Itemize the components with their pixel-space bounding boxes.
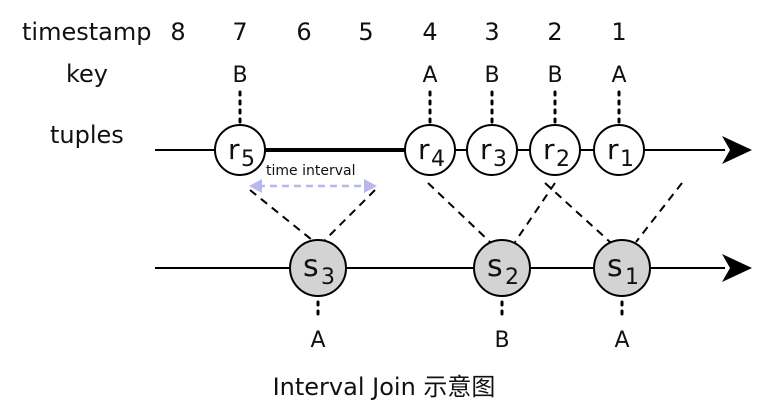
s-tuple-label-1: s (607, 249, 623, 284)
window-s3-left (249, 189, 313, 241)
r-tuple-label-2: r (543, 133, 555, 166)
time-interval-label: time interval (266, 163, 355, 179)
r-tuple-node-5 (214, 124, 266, 176)
timestamp-labels: 8 7 6 5 4 3 2 1 (170, 18, 626, 46)
r-tuple-subscript-5: 5 (241, 147, 255, 172)
s-tuple-subscript-1: 1 (625, 265, 639, 290)
s-tuple-label-3: s (303, 249, 319, 284)
timestamp-label-7: 7 (232, 18, 247, 46)
window-s1-left (544, 182, 611, 243)
s-tuple-key-1: A (614, 328, 629, 353)
r-tuple-key-2: B (547, 63, 562, 88)
time-interval-indicator: time interval (249, 163, 377, 193)
timestamp-row-label: timestamp (22, 18, 151, 46)
time-interval-left-head-icon (249, 179, 262, 193)
timestamp-label-2: 2 (547, 18, 562, 46)
r-tuple-node-4 (404, 124, 456, 176)
r-tuple-label-4: r (418, 133, 430, 166)
timestamp-label-1: 1 (611, 18, 626, 46)
r-tuple-subscript-3: 3 (493, 147, 507, 172)
timestamp-label-4: 4 (422, 18, 437, 46)
s-stream-arrow-icon (722, 254, 752, 282)
s-tuple-node-2 (473, 239, 531, 297)
join-windows (249, 182, 683, 243)
key-row-label: key (66, 60, 108, 88)
tuples-row-label: tuples (50, 121, 124, 149)
r-tuple-key-3: B (484, 63, 499, 88)
s-tuple-key-2: B (494, 328, 509, 353)
r-tuple-key-1: A (611, 63, 626, 88)
r-tuple-subscript-1: 1 (620, 147, 634, 172)
s-tuple-subscript-3: 3 (321, 265, 335, 290)
r-tuple-subscript-2: 2 (556, 147, 570, 172)
r-tuple-label-1: r (607, 133, 619, 166)
timestamp-label-3: 3 (484, 18, 499, 46)
window-s2-right (514, 182, 556, 243)
r-tuple-node-3 (466, 124, 518, 176)
r-tuple-label-3: r (480, 133, 492, 166)
window-s1-right (635, 182, 683, 243)
window-s3-right (324, 189, 376, 241)
window-s2-left (427, 182, 491, 243)
r-tuple-key-4: A (422, 63, 437, 88)
r-tuple-subscript-4: 4 (431, 147, 445, 172)
r-stream-arrow-icon (722, 136, 752, 164)
r-tuple-key-5: B (232, 63, 247, 88)
timestamp-label-8: 8 (170, 18, 185, 46)
r-tuple-label-5: r (228, 133, 240, 166)
s-tuple-subscript-2: 2 (505, 265, 519, 290)
timestamp-label-5: 5 (358, 18, 373, 46)
s-tuple-label-2: s (487, 249, 503, 284)
s-tuple-node-3 (289, 239, 347, 297)
r-tuple-node-2 (529, 124, 581, 176)
s-stream-timeline (155, 254, 752, 282)
figure-caption: Interval Join 示意图 (273, 373, 496, 401)
timestamp-label-6: 6 (296, 18, 311, 46)
r-tuple-node-1 (593, 124, 645, 176)
s-tuple-key-3: A (310, 328, 325, 353)
time-interval-right-head-icon (364, 179, 377, 193)
s-tuple-node-1 (593, 239, 651, 297)
